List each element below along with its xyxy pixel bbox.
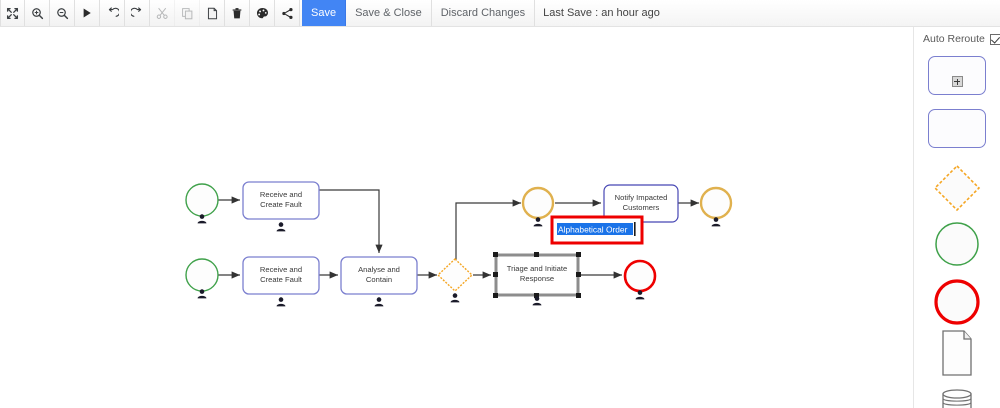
- sequence-flows: [218, 189, 699, 279]
- circle-red-icon: [934, 279, 980, 325]
- svg-text:Customers: Customers: [623, 203, 660, 212]
- lane-actor-icon: [711, 217, 721, 227]
- delete-icon[interactable]: [225, 0, 250, 26]
- label-text-editor[interactable]: Alphabetical Order: [550, 215, 644, 245]
- node-end-event-red[interactable]: [623, 259, 657, 300]
- svg-text:Triage and Initiate: Triage and Initiate: [507, 264, 568, 273]
- node-start-event-top[interactable]: [185, 183, 219, 224]
- selection-handles[interactable]: [493, 252, 581, 298]
- lane-actor-icon: [374, 297, 384, 307]
- toolbar: Save Save & Close Discard Changes Last S…: [0, 0, 1000, 27]
- zoom-in-icon[interactable]: [25, 0, 50, 26]
- diagram-canvas[interactable]: Receive and Create Fault Receive and: [0, 27, 913, 408]
- lane-actor-icon: [276, 297, 286, 307]
- lane-actor-icon: [635, 290, 645, 300]
- zoom-out-icon[interactable]: [50, 0, 75, 26]
- flow-task1-task3: [319, 189, 383, 253]
- undo-icon[interactable]: [100, 0, 125, 26]
- expand-plus-icon: [951, 76, 963, 87]
- paste-icon[interactable]: [200, 0, 225, 26]
- redo-icon[interactable]: [125, 0, 150, 26]
- save-button[interactable]: Save: [302, 0, 347, 26]
- palette-gateway[interactable]: [929, 160, 985, 221]
- palette-task[interactable]: [928, 109, 986, 148]
- share-icon[interactable]: [275, 0, 300, 26]
- shape-palette-panel: Auto Reroute: [913, 27, 1000, 408]
- palette-icon[interactable]: [250, 0, 275, 26]
- svg-text:Analyse and: Analyse and: [358, 265, 400, 274]
- fit-screen-icon[interactable]: [0, 0, 25, 26]
- lane-actor-icon: [533, 217, 543, 227]
- palette-data-store[interactable]: [934, 385, 980, 408]
- label-editor-text: Alphabetical Order: [558, 225, 628, 235]
- cylinder-icon: [942, 389, 972, 408]
- svg-text:Contain: Contain: [366, 275, 392, 284]
- text-caret: [634, 222, 636, 236]
- bpmn-diagram: Receive and Create Fault Receive and: [185, 181, 733, 307]
- palette-task-expandable[interactable]: [928, 56, 986, 95]
- node-task-triage-and-initiate-response[interactable]: Triage and Initiate Response: [493, 252, 581, 306]
- lane-actor-icon: [532, 296, 542, 306]
- save-and-close-button[interactable]: Save & Close: [346, 0, 432, 26]
- auto-reroute-checkbox[interactable]: [989, 33, 1000, 45]
- task-label-line1: Receive and: [260, 190, 302, 199]
- flow-gateway-event1: [455, 199, 521, 275]
- play-icon[interactable]: [75, 0, 100, 26]
- palette-document[interactable]: [934, 327, 980, 384]
- lane-actor-icon: [197, 289, 207, 299]
- circle-green-icon: [935, 222, 979, 266]
- text-selection-highlight: [557, 223, 633, 235]
- node-task-receive-create-fault-bottom[interactable]: Receive and Create Fault: [242, 256, 320, 307]
- discard-changes-button[interactable]: Discard Changes: [431, 0, 536, 26]
- copy-icon[interactable]: [175, 0, 200, 26]
- lane-actor-icon: [276, 222, 286, 232]
- node-start-event-bottom[interactable]: [185, 258, 219, 299]
- last-save-status: Last Save : an hour ago: [543, 7, 660, 19]
- document-icon: [942, 330, 972, 376]
- auto-reroute-control[interactable]: Auto Reroute: [923, 33, 1000, 45]
- task-label-line2: Create Fault: [260, 200, 303, 209]
- palette-start-event[interactable]: [932, 219, 982, 274]
- node-end-event-orange[interactable]: [699, 186, 733, 227]
- node-task-analyse-and-contain[interactable]: Analyse and Contain: [340, 256, 418, 307]
- lane-actor-icon: [197, 214, 207, 224]
- diamond-icon: [933, 164, 981, 212]
- cut-icon[interactable]: [150, 0, 175, 26]
- svg-text:Receive and: Receive and: [260, 265, 302, 274]
- node-task-receive-create-fault-top[interactable]: Receive and Create Fault: [242, 181, 320, 232]
- auto-reroute-label: Auto Reroute: [923, 33, 985, 45]
- svg-text:Create Fault: Create Fault: [260, 275, 303, 284]
- lane-actor-icon: [450, 293, 460, 303]
- palette-end-event[interactable]: [932, 277, 982, 332]
- node-gateway-exclusive[interactable]: [436, 258, 474, 303]
- node-intermediate-event-orange[interactable]: [521, 186, 555, 227]
- svg-text:Response: Response: [520, 274, 554, 283]
- svg-text:Notify Impacted: Notify Impacted: [615, 193, 668, 202]
